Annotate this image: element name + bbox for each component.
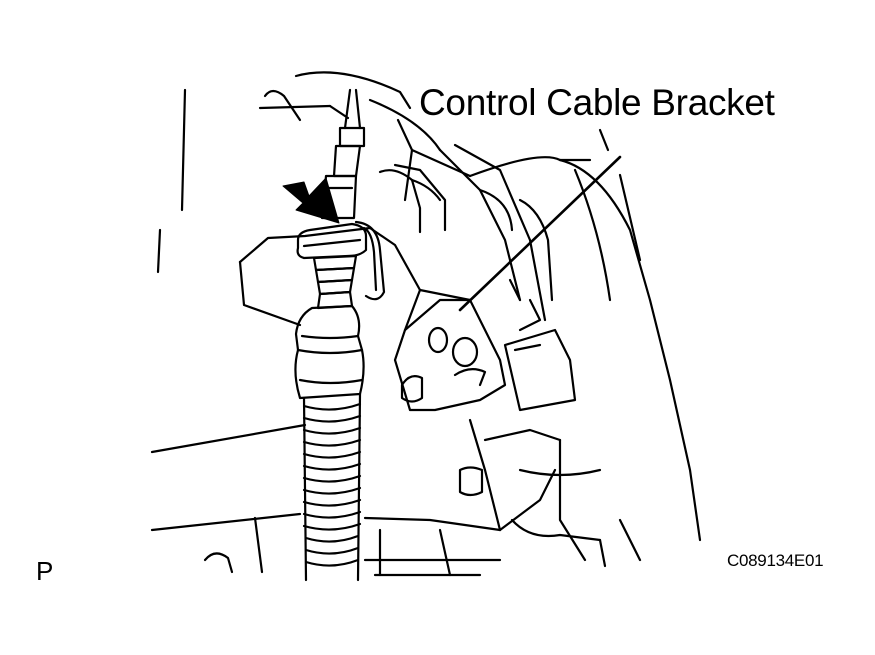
rubber-boot bbox=[294, 304, 365, 400]
corrugated-conduit bbox=[302, 392, 362, 582]
view-letter: P bbox=[36, 556, 54, 586]
cable-joint bbox=[312, 254, 358, 310]
background-structure-lines bbox=[150, 71, 702, 577]
figure-code: C089134E01 bbox=[727, 551, 824, 570]
cable-clip bbox=[296, 220, 386, 301]
right-side-hose-clamp bbox=[378, 143, 577, 412]
callout-leader-line bbox=[458, 155, 622, 312]
pointer-arrow-icon bbox=[282, 177, 340, 224]
bracket-plate bbox=[238, 226, 507, 497]
callout-label-control-cable-bracket: Control Cable Bracket bbox=[419, 82, 775, 123]
